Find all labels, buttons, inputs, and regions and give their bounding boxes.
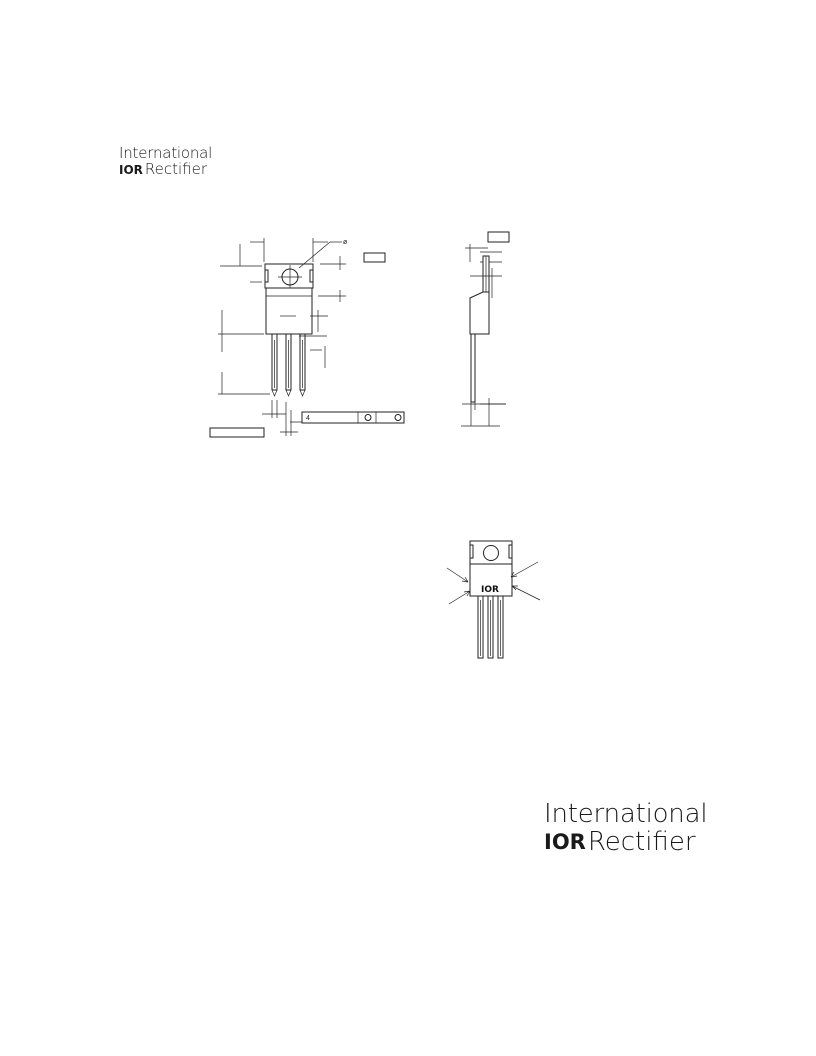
logo-rectifier-text: Rectifier (144, 160, 208, 178)
logo-line-rectifier: IOR Rectifier (119, 162, 212, 177)
ior-logo-mark: IOR (544, 829, 586, 854)
front-view: ø 4 (209, 238, 405, 438)
package-tab (264, 263, 314, 289)
datum-box-a (363, 252, 386, 263)
datum-box-b (209, 427, 265, 438)
logo-rectifier-text: Rectifier (587, 827, 696, 857)
side-lead (470, 333, 476, 403)
ior-logo-mark: IOR (119, 162, 143, 177)
company-logo-top: International IOR Rectifier (119, 146, 212, 177)
marking-body (469, 563, 513, 597)
datum-box-c (487, 231, 510, 243)
logo-line-rectifier: IOR Rectifier (544, 829, 707, 855)
side-body (469, 291, 490, 335)
logo-line-international: International (119, 144, 213, 162)
package-body (265, 287, 313, 335)
logo-line-international: International (544, 799, 708, 829)
side-view (461, 231, 510, 427)
part-marking-view: IOR (446, 540, 541, 659)
diameter-symbol: ø (343, 239, 348, 246)
company-logo-bottom: International IOR Rectifier (544, 799, 708, 855)
lead-strip-detail (301, 411, 405, 424)
marking-ior-logo: IOR (481, 585, 499, 595)
pin-mark: 4 (306, 415, 310, 422)
